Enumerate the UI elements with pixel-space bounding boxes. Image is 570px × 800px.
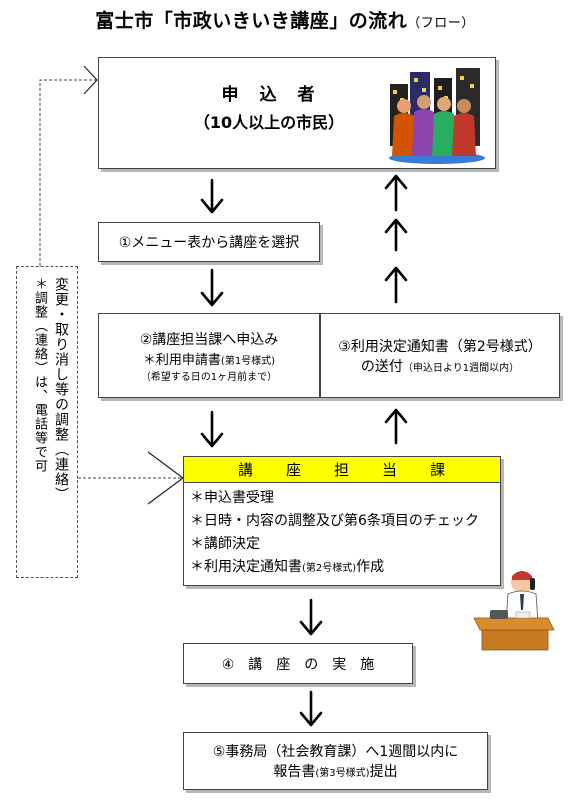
page-title: 富士市「市政いきいき講座」の流れ（フロー） — [0, 6, 570, 33]
dept-item-1: ＊申込書受理 — [190, 490, 274, 506]
arrow-down-icon — [299, 690, 323, 727]
arrow-up-icon — [384, 174, 408, 212]
step2-line3: （希望する日の1ヶ月前まで） — [140, 371, 278, 383]
dept-item-3: ＊講師決定 — [190, 536, 260, 552]
arrow-up-icon — [384, 408, 408, 445]
step2-line2-small: (第1号様式) — [220, 355, 276, 367]
officer-at-desk-phone-icon — [473, 571, 555, 651]
arrow-down-icon — [299, 598, 323, 636]
step3-line2-small: （申込日より1週間以内） — [402, 362, 520, 374]
arrow-up-icon — [384, 218, 408, 252]
step3-line1: ③利用決定通知書（第2号様式） — [338, 338, 542, 355]
arrow-up-icon — [384, 266, 408, 304]
step5-line2-main: 報告書 — [273, 764, 316, 780]
applicant-title: 申 込 者 — [221, 85, 317, 105]
title-main: 富士市「市政いきいき講座」の流れ — [95, 10, 408, 32]
dept-item-4-tail: 作成 — [356, 559, 385, 575]
people-group-city-icon — [389, 68, 485, 164]
step4-label: ④ 講 座 の 実 施 — [221, 656, 375, 673]
side-note-line1: 変更・取り消し等の調整（連絡） — [53, 277, 69, 502]
step5-line1: ⑤事務局（社会教育課）へ1週間以内に — [212, 744, 459, 760]
step2-box: ②講座担当課へ申込み ＊利用申請書(第1号様式) （希望する日の1ヶ月前まで） — [98, 313, 320, 398]
step2-line1: ②講座担当課へ申込み — [139, 331, 279, 348]
applicant-subtitle: （10人以上の市民） — [193, 113, 345, 132]
step3-box: ③利用決定通知書（第2号様式） の送付（申込日より1週間以内） — [320, 313, 560, 398]
dept-header: 講 座 担 当 課 — [184, 457, 500, 483]
dept-box: 講 座 担 当 課 ＊申込書受理 ＊日時・内容の調整及び第6条項目のチェック ＊… — [183, 456, 501, 586]
step3-line2-main: の送付 — [360, 358, 403, 375]
dept-item-2: ＊日時・内容の調整及び第6条項目のチェック — [190, 513, 479, 529]
step1-box: ①メニュー表から講座を選択 — [98, 222, 320, 262]
step1-label: ①メニュー表から講座を選択 — [118, 235, 300, 251]
side-note-box: 変更・取り消し等の調整（連絡） ＊調整（連絡）は、電話等で可 — [16, 266, 78, 578]
applicant-box: 申 込 者 （10人以上の市民） — [98, 57, 496, 169]
step2-line2-main: ＊利用申請書 — [142, 352, 221, 368]
arrow-down-icon — [200, 178, 224, 214]
step5-line2-small: (第3号様式) — [315, 768, 370, 779]
arrow-down-icon — [200, 410, 224, 448]
title-sub: （フロー） — [407, 16, 475, 31]
side-note-line2: ＊調整（連絡）は、電話等で可 — [32, 277, 47, 473]
step5-box: ⑤事務局（社会教育課）へ1週間以内に 報告書(第3号様式)提出 — [183, 732, 488, 790]
arrow-down-icon — [200, 268, 224, 307]
step4-box: ④ 講 座 の 実 施 — [183, 643, 413, 684]
dept-item-4-small: (第2号様式) — [302, 563, 357, 574]
dept-item-4-main: ＊利用決定通知書 — [190, 559, 302, 575]
step5-line2-tail: 提出 — [369, 764, 398, 780]
